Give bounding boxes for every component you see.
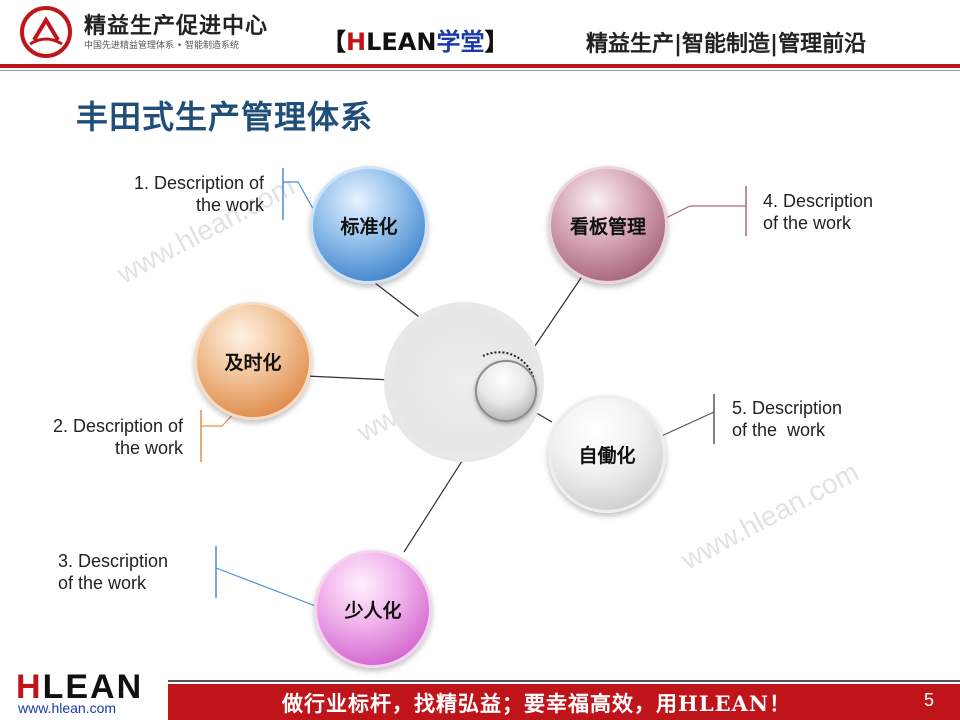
logo-subtitle: 中国先进精益管理体系 • 智能制造系统 (84, 41, 240, 51)
header-divider-thin (0, 70, 960, 71)
footer-divider (168, 680, 960, 682)
description-line: of the work (763, 213, 852, 233)
footer-slogan: 做行业标杆，找精弘益；要幸福高效，用HLEAN！ (282, 691, 792, 716)
logo-icon (20, 6, 72, 58)
brand-xuetang: 学堂 (436, 28, 485, 56)
node-label: 自働化 (578, 444, 636, 467)
footer-logo-h: H (16, 668, 43, 706)
callout-line-3 (215, 567, 327, 611)
node-just-in-time: 及时化 (194, 302, 312, 420)
hub-sphere (475, 360, 537, 422)
footer-url-link[interactable]: www.hlean.com (18, 700, 117, 716)
node-shojinka: 少人化 (314, 550, 432, 668)
description-line: of the work (58, 573, 147, 593)
node-label: 少人化 (344, 599, 402, 622)
description-line: 5. Description (732, 398, 843, 418)
footer-logo-rest: LEAN (42, 668, 144, 706)
header-divider (0, 64, 960, 68)
node-kanban: 看板管理 (548, 166, 668, 284)
page-number: 5 (924, 690, 935, 710)
node-label: 及时化 (224, 351, 282, 374)
node-label: 标准化 (340, 215, 398, 238)
description-line: 4. Description (763, 191, 874, 211)
brand-h: H (346, 28, 367, 56)
footer-logo: HLEAN (16, 668, 143, 707)
brand-lean: LEAN (366, 28, 437, 56)
description-line: 1. Description of (133, 173, 264, 193)
description-line: the work (195, 195, 264, 215)
callout-line-1 (283, 181, 317, 215)
node-standardization: 标准化 (310, 166, 428, 284)
logo-title: 精益生产促进中心 (84, 14, 269, 39)
node-jidoka: 自働化 (548, 395, 666, 513)
description-line: the work (114, 438, 183, 458)
footer-bar (168, 684, 960, 720)
brand-close: 】 (484, 28, 509, 56)
description-line: of the work (732, 420, 826, 440)
header-tagline: 精益生产|智能制造|管理前沿 (586, 32, 867, 57)
page-title: 丰田式生产管理体系 (76, 98, 374, 136)
brand-name: 【HLEAN学堂】 (322, 22, 508, 57)
description-line: 2. Description of (52, 416, 183, 436)
description-line: 3. Description (58, 551, 169, 571)
brand-open: 【 (322, 28, 346, 56)
node-label: 看板管理 (569, 215, 646, 238)
